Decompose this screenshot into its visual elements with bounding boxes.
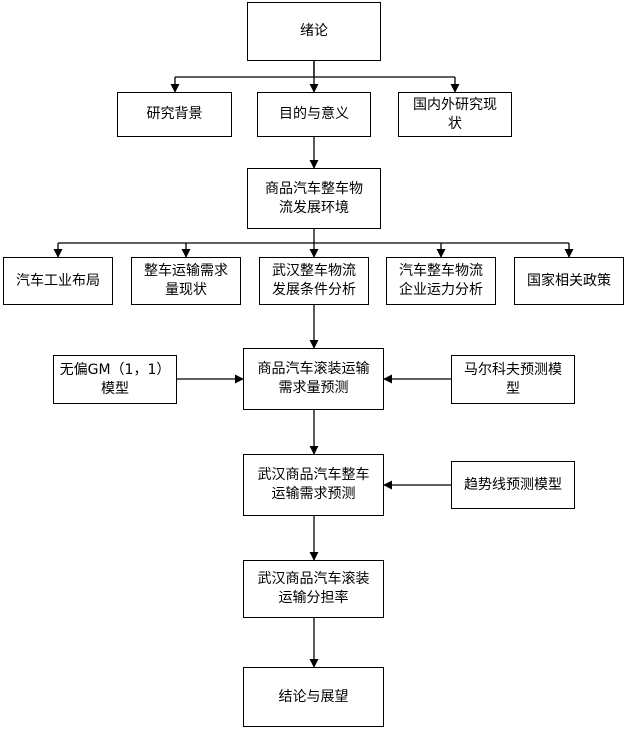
node-domestic-foreign: 国内外研究现 状 — [398, 92, 512, 137]
node-conclusion: 结论与展望 — [243, 667, 384, 727]
node-gm-model: 无偏GM（1，1） 模型 — [53, 355, 177, 404]
node-industry-layout: 汽车工业布局 — [3, 257, 113, 305]
node-roro-forecast: 商品汽车滚装运输 需求量预测 — [243, 348, 384, 410]
node-demand-status: 整车运输需求 量现状 — [131, 257, 241, 305]
node-intro: 绪论 — [247, 2, 381, 61]
node-env: 商品汽车整车物 流发展环境 — [247, 168, 381, 229]
node-wuhan-demand: 武汉商品汽车整车 运输需求预测 — [243, 454, 384, 516]
node-trend-model: 趋势线预测模型 — [451, 461, 575, 509]
node-wuhan-conditions: 武汉整车物流 发展条件分析 — [259, 257, 369, 305]
node-capacity-analysis: 汽车整车物流 企业运力分析 — [386, 257, 496, 305]
node-markov-model: 马尔科夫预测模 型 — [451, 355, 575, 404]
node-policy: 国家相关政策 — [514, 257, 624, 305]
node-purpose: 目的与意义 — [257, 92, 371, 137]
node-wuhan-share: 武汉商品汽车滚装 运输分担率 — [243, 560, 384, 618]
node-background: 研究背景 — [117, 92, 232, 137]
